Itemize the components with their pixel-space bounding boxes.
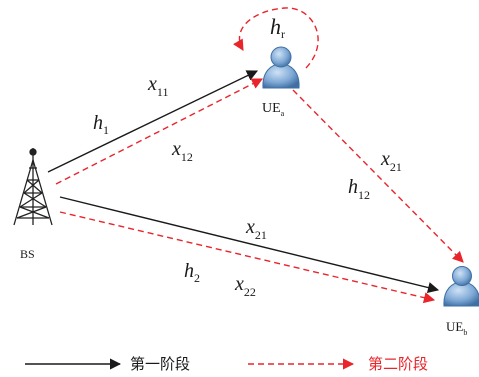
label-x12: x12 <box>171 138 193 164</box>
bs-tower-icon <box>13 148 53 226</box>
legend: 第一阶段 第二阶段 <box>25 355 428 373</box>
ue-a-user-icon <box>262 46 300 89</box>
label-h1: h1 <box>93 112 109 137</box>
label-hr: hr <box>270 14 285 41</box>
legend-phase2-label: 第二阶段 <box>368 355 428 373</box>
label-x21-relay: x21 <box>380 148 402 174</box>
link-bs-to-uea-phase2 <box>55 78 263 185</box>
legend-phase1-label: 第一阶段 <box>130 355 190 373</box>
link-bs-to-ueb-phase2 <box>59 211 436 304</box>
self-interference-loop <box>233 7 319 69</box>
label-h2: h2 <box>184 260 200 285</box>
link-uea-to-ueb-phase2 <box>292 89 464 263</box>
link-bs-to-uea-phase1 <box>47 70 259 173</box>
ue-a-label: UEa <box>262 101 285 118</box>
label-x21-direct: x21 <box>245 216 267 242</box>
link-bs-to-ueb-phase1 <box>59 196 440 294</box>
label-x11: x11 <box>147 73 168 99</box>
bs-label: BS <box>20 247 35 261</box>
ue-b-label: UEb <box>446 319 467 337</box>
label-h12: h12 <box>348 176 370 202</box>
ue-b-user-icon <box>443 266 479 307</box>
label-x22: x22 <box>234 273 256 299</box>
